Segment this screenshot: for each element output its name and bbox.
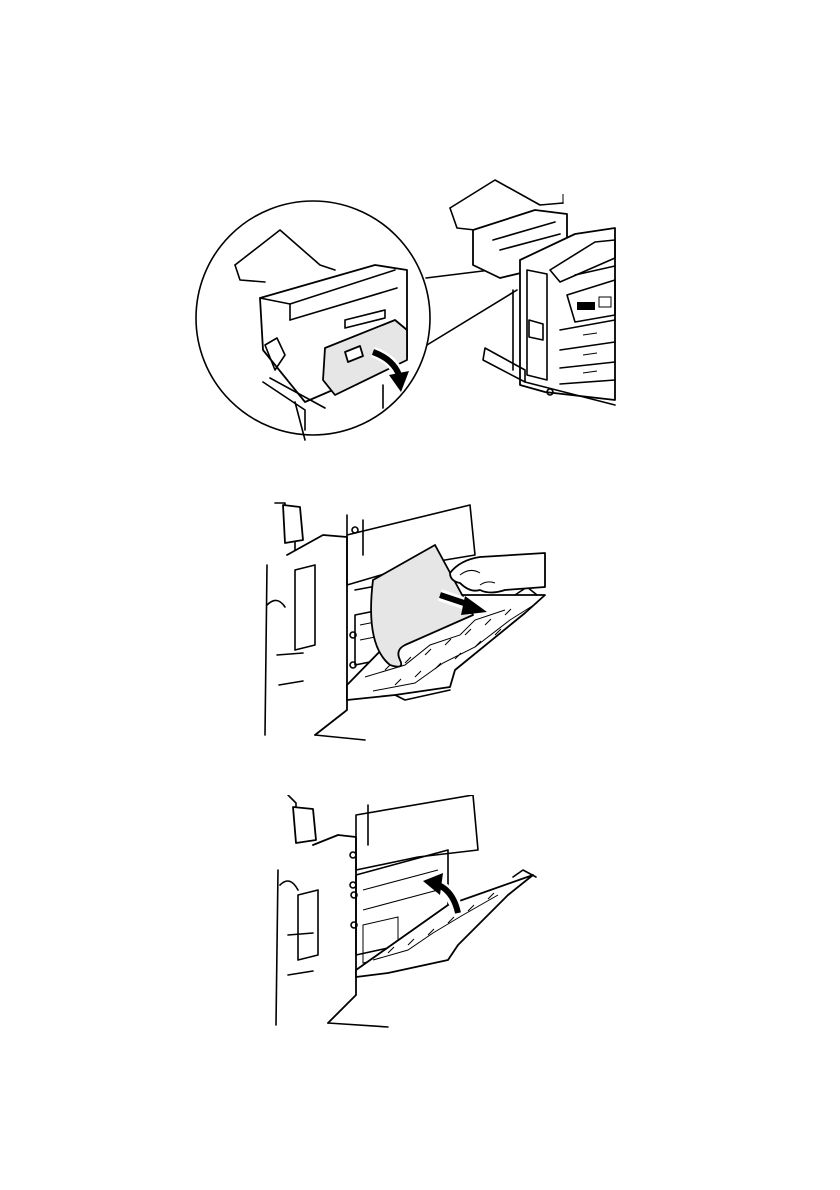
hand-icon — [450, 553, 545, 593]
close-cover-drawing — [258, 795, 543, 1030]
illustration-close-side-cover — [258, 795, 543, 1030]
illustration-open-duplex-cover — [195, 170, 625, 445]
printer-side-frame — [276, 795, 388, 1027]
illustration-remove-jammed-paper — [255, 495, 555, 745]
printer-full-view — [450, 180, 615, 405]
printer-overview-drawing — [195, 170, 625, 445]
paper-removal-drawing — [255, 495, 555, 745]
printer-side-frame — [265, 503, 365, 740]
duplex-unit-magnified — [235, 230, 407, 440]
